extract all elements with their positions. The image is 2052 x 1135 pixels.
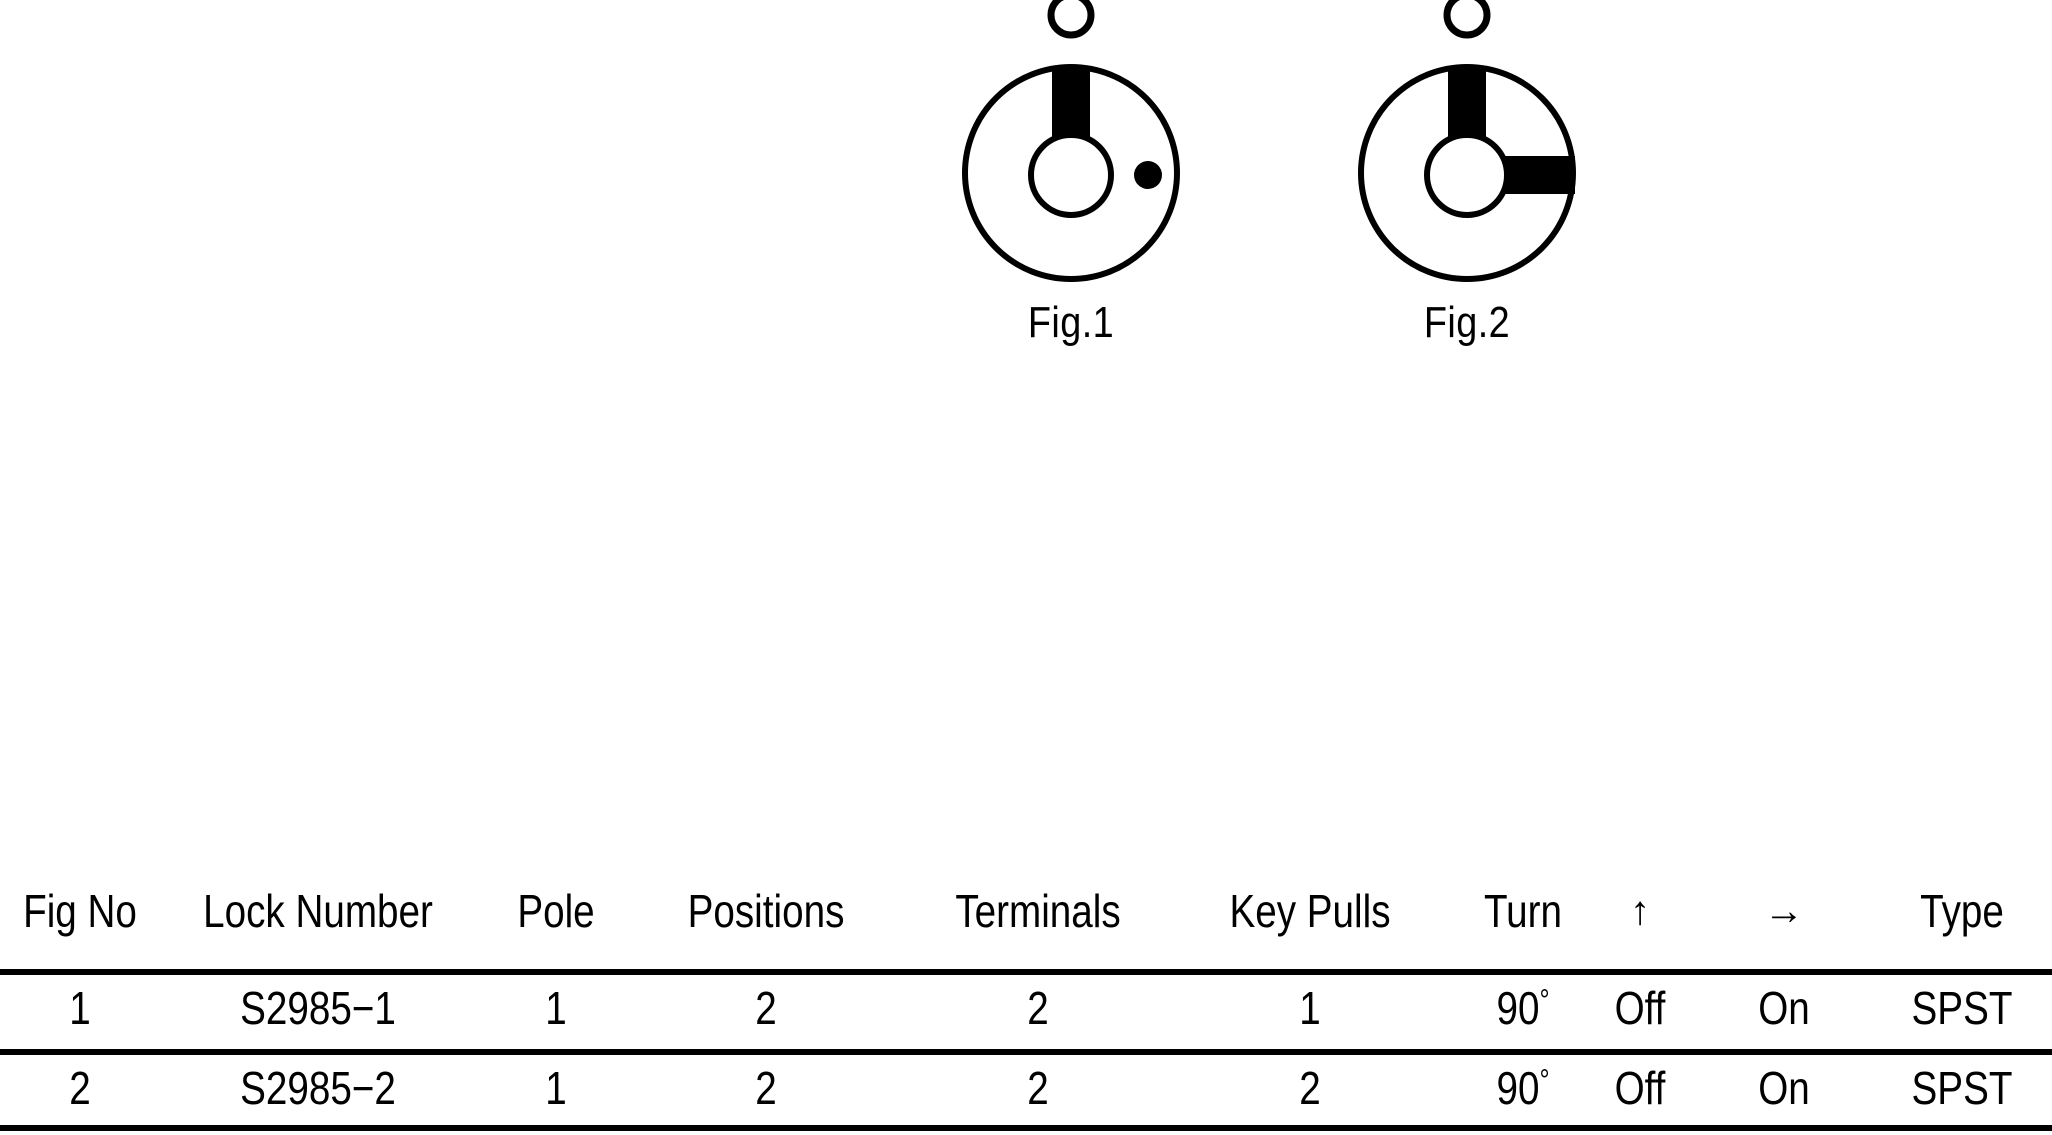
header-fig-no: Fig No [23, 885, 137, 937]
inner-hub-circle [1424, 132, 1510, 218]
cell-lock-number: S2985−2 [240, 1062, 396, 1114]
figure-1-drawing [962, 0, 1180, 282]
cell-terminals: 2 [1027, 1062, 1049, 1114]
bottom-rule [0, 1125, 2052, 1131]
figure-1-caption: Fig.1 [1027, 298, 1115, 347]
inner-hub-circle [1028, 132, 1114, 218]
cell-turn: 90° [1453, 975, 1592, 1041]
cell-key-pulls: 1 [1299, 982, 1321, 1034]
header-pole: Pole [517, 885, 595, 937]
header-turn: Turn [1483, 885, 1563, 937]
specification-table: Fig No Lock Number Pole Positions Termin… [0, 876, 2052, 1131]
header-type: Type [1920, 885, 2004, 937]
cell-key-pulls: 2 [1299, 1062, 1321, 1114]
cell-right-state: On [1758, 982, 1810, 1034]
header-key-pulls: Key Pulls [1229, 885, 1391, 937]
figure-2-caption: Fig.2 [1423, 298, 1511, 347]
cell-type: SPST [1911, 982, 2013, 1034]
cell-right-state: On [1758, 1062, 1810, 1114]
keyway-circle-icon [1047, 0, 1095, 39]
table-row: 2 S2985−2 1 2 2 2 90° Off On SPST [0, 1055, 2052, 1135]
cell-fig-no: 1 [69, 982, 91, 1034]
header-rule [0, 969, 2052, 975]
header-terminals: Terminals [955, 885, 1121, 937]
figures-area: Fig.1 Fig.2 [0, 0, 2052, 400]
cell-turn-value: 90 [1496, 1062, 1540, 1114]
cell-positions: 2 [755, 1062, 777, 1114]
figure-1: Fig.1 [921, 0, 1221, 400]
cell-turn-value: 90 [1496, 982, 1540, 1034]
up-arrow-icon: ↑ [1630, 889, 1650, 933]
table-row: 1 S2985−1 1 2 2 1 90° Off On SPST [0, 975, 2052, 1055]
table-header-row: Fig No Lock Number Pole Positions Termin… [0, 876, 2052, 969]
cell-positions: 2 [755, 982, 777, 1034]
cell-up-state: Off [1614, 1062, 1666, 1114]
header-positions: Positions [687, 885, 845, 937]
figure-2: Fig.2 [1317, 0, 1617, 400]
cell-pole: 1 [545, 982, 567, 1034]
keyway-circle-icon [1443, 0, 1491, 39]
cell-fig-no: 2 [69, 1062, 91, 1114]
position-dot-icon [1134, 161, 1162, 189]
right-arrow-icon: → [1764, 889, 1804, 933]
cell-pole: 1 [545, 1062, 567, 1114]
header-lock-number: Lock Number [203, 885, 433, 937]
cell-turn: 90° [1453, 1055, 1592, 1121]
cell-terminals: 2 [1027, 982, 1049, 1034]
cell-type: SPST [1911, 1062, 2013, 1114]
figure-2-drawing [1358, 0, 1576, 282]
cell-up-state: Off [1614, 982, 1666, 1034]
row-divider-rule [0, 1049, 2052, 1055]
degree-symbol: ° [1539, 984, 1550, 1017]
degree-symbol: ° [1539, 1064, 1550, 1097]
cell-lock-number: S2985−1 [240, 982, 396, 1034]
